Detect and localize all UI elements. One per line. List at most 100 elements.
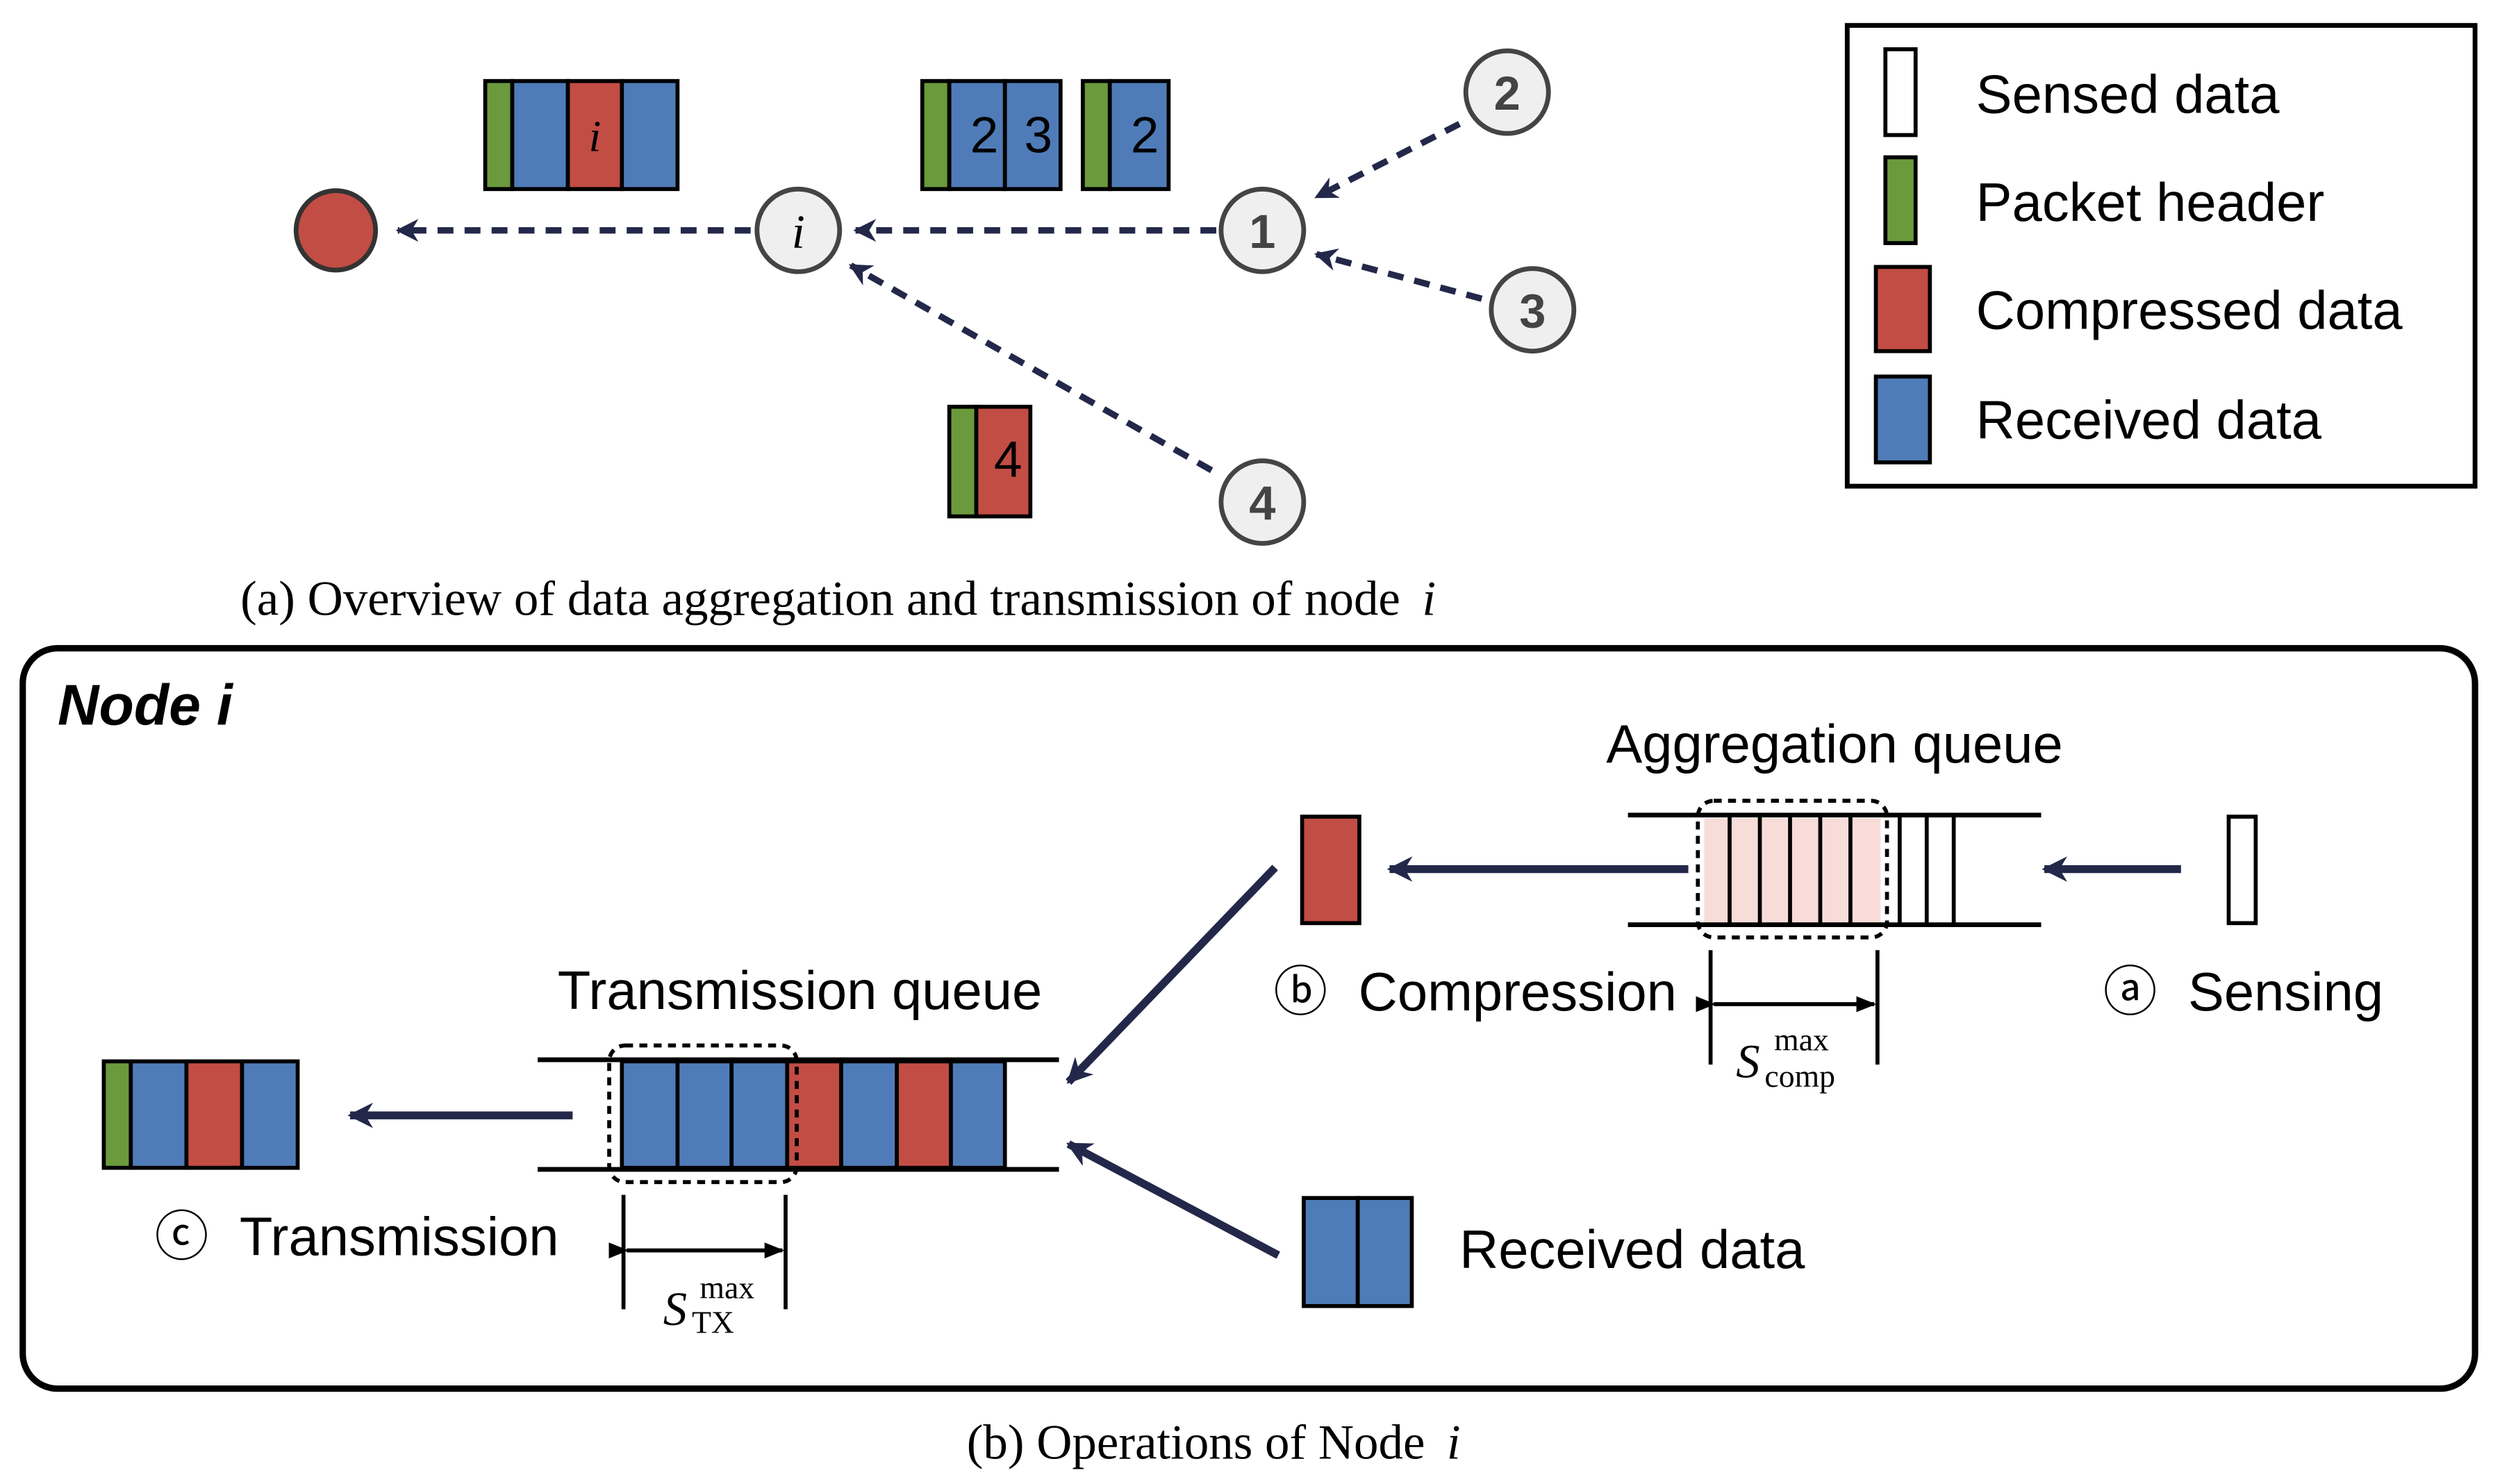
legend-box <box>1844 23 2478 489</box>
received-data-block <box>839 1059 899 1170</box>
edge-4-to-i <box>848 262 1214 474</box>
compressed-data-block <box>184 1059 245 1170</box>
legend: Sensed data Packet header Compressed dat… <box>1844 23 2478 489</box>
sensed-data-block <box>2226 815 2258 926</box>
node-3-label: 3 <box>1519 284 1546 337</box>
packet-header-block <box>101 1059 133 1170</box>
packet-header-block <box>483 78 515 192</box>
packet-node-4-label: 4 <box>994 431 1022 487</box>
packet-node-1: 2 3 <box>920 78 1063 192</box>
legend-item-sensed: Sensed data <box>1883 47 2280 137</box>
sensing-text: Sensing <box>2188 962 2383 1022</box>
sensing-label: ⓐ Sensing <box>2103 962 2383 1022</box>
compression-window <box>1696 799 1889 940</box>
packet-header-block <box>947 404 979 519</box>
compressed-data-block <box>1300 815 1361 926</box>
caption-a-var: i <box>1422 572 1436 626</box>
transmission-symbol: ⓒ <box>155 1208 209 1267</box>
sensed-data-swatch <box>1883 47 1918 137</box>
received-data-block <box>1002 78 1063 192</box>
caption-b: (b) Operations of Node i <box>967 1415 1461 1469</box>
s-comp-dimension: S max comp <box>1696 950 1880 1094</box>
compressed-data-block <box>895 1059 953 1170</box>
caption-b-text: (b) Operations of Node <box>967 1415 1425 1469</box>
received-data-block <box>129 1059 189 1170</box>
node-i: i <box>754 186 843 274</box>
packet-node-2-label: 2 <box>1131 107 1159 164</box>
node-2-label: 2 <box>1494 67 1521 120</box>
panel-b: Node i Aggregation queue ⓐ Sensin <box>19 644 2478 1392</box>
received-data-block <box>240 1059 300 1170</box>
edge-3-to-1 <box>1314 248 1483 302</box>
node-4: 4 <box>1218 458 1307 546</box>
received-data-block <box>1302 1196 1360 1308</box>
edge-2-to-1 <box>1314 121 1461 200</box>
node-i-title: Node i <box>58 673 234 737</box>
caption-a-text: (a) Overview of data aggregation and tra… <box>240 572 1400 626</box>
packet-node-i: i <box>483 78 680 192</box>
legend-label: Compressed data <box>1976 281 2403 341</box>
s-tx-sup: max <box>699 1269 754 1305</box>
legend-label: Received data <box>1976 390 2322 450</box>
received-data-block <box>620 78 680 192</box>
transmission-window <box>607 1043 799 1185</box>
legend-item-compressed: Compressed data <box>1873 265 2403 353</box>
transmission-queue <box>538 1043 1059 1185</box>
packet-node-2: 2 <box>1080 78 1171 192</box>
packet-node-1-label-b: 3 <box>1024 107 1052 164</box>
aggregation-queue <box>1628 799 2041 940</box>
s-comp-base: S <box>1736 1035 1759 1087</box>
panel-a: i 1 2 3 4 i <box>240 48 1577 626</box>
received-data-block <box>729 1059 790 1170</box>
node-4-label: 4 <box>1249 476 1275 530</box>
received-data-block <box>675 1059 734 1170</box>
legend-item-received: Received data <box>1873 374 2322 465</box>
s-comp-label: S <box>1736 1035 1759 1087</box>
aggregation-queue-label: Aggregation queue <box>1606 715 2062 774</box>
compression-symbol: ⓑ <box>1273 962 1327 1022</box>
node-i-label: i <box>792 206 805 258</box>
node-3: 3 <box>1489 266 1577 354</box>
node-1-label: 1 <box>1249 205 1275 258</box>
caption-a: (a) Overview of data aggregation and tra… <box>240 572 1436 626</box>
packet-header-swatch <box>1883 155 1918 245</box>
packet-header-block <box>920 78 952 192</box>
s-tx-dimension: S max TX <box>608 1194 788 1340</box>
received-data-swatch <box>1873 374 1932 465</box>
received-data-block <box>1355 1196 1414 1308</box>
packet-node-4: 4 <box>947 404 1033 519</box>
transmission-label: ⓒ Transmission <box>155 1208 559 1267</box>
s-comp-sub: comp <box>1764 1058 1835 1094</box>
received-data-label: Received data <box>1459 1220 1805 1280</box>
received-data-input <box>1302 1196 1414 1308</box>
transmission-queue-label: Transmission queue <box>558 961 1043 1021</box>
packet-node-1-label-a: 2 <box>970 107 999 164</box>
compression-label: ⓑ Compression <box>1273 962 1677 1022</box>
packet-header-block <box>1080 78 1112 192</box>
node-2: 2 <box>1463 48 1551 136</box>
packet-node-i-label: i <box>589 111 602 160</box>
caption-b-var: i <box>1447 1415 1461 1469</box>
compression-text: Compression <box>1359 962 1677 1022</box>
received-data-block <box>620 1059 680 1170</box>
received-data-block <box>1107 78 1171 192</box>
legend-label: Sensed data <box>1976 65 2280 124</box>
legend-label: Packet header <box>1976 173 2325 233</box>
transmission-text: Transmission <box>240 1208 559 1267</box>
node-1: 1 <box>1218 186 1307 274</box>
sensing-symbol: ⓐ <box>2103 962 2157 1022</box>
sink-node <box>293 188 379 273</box>
s-tx-sub: TX <box>692 1305 734 1340</box>
transmitted-packet <box>101 1059 300 1170</box>
received-to-queue-arrow <box>1066 1140 1280 1259</box>
received-data-block <box>510 78 570 192</box>
s-comp-sup: max <box>1774 1022 1829 1057</box>
received-data-block <box>949 1059 1007 1170</box>
s-tx-base: S <box>663 1283 687 1335</box>
compressed-data-swatch <box>1873 265 1932 353</box>
compressed-data-block <box>974 404 1033 519</box>
compressed-to-queue-arrow <box>1066 865 1278 1085</box>
legend-item-header: Packet header <box>1883 155 2325 245</box>
